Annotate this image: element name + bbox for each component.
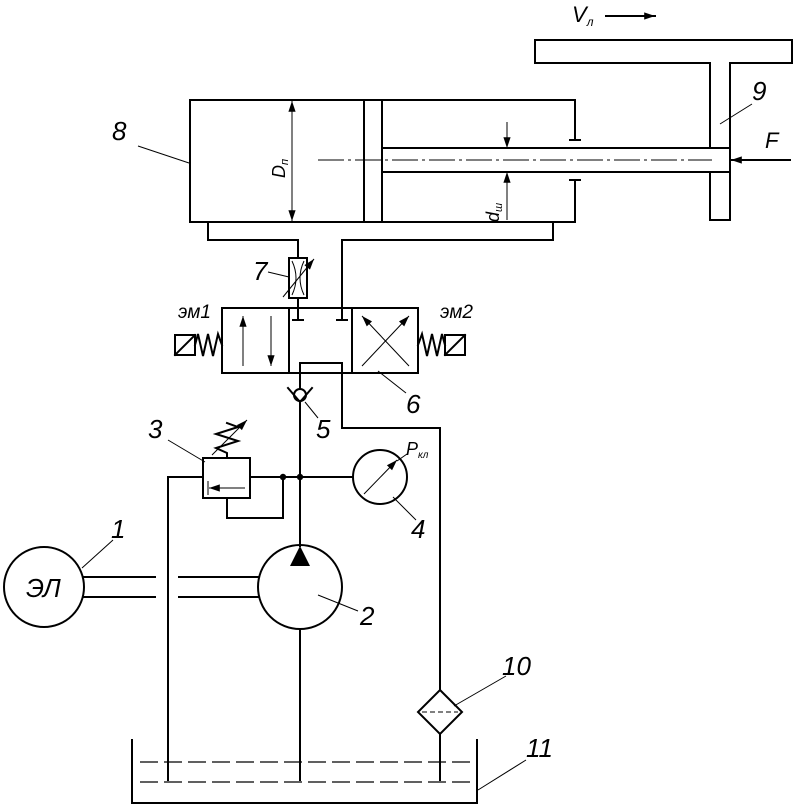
cap-port-line (207, 221, 299, 259)
rod-port-line (341, 221, 554, 309)
valve-spring-right (416, 330, 447, 357)
gauge-needle (363, 459, 398, 495)
relief-pilot-line (226, 476, 284, 519)
callout-check-valve: 5 (316, 414, 331, 444)
callout-filter: 10 (502, 651, 531, 681)
electric-motor-label: ЭЛ (26, 573, 61, 603)
piston-diameter-label: Dп (269, 159, 291, 178)
solenoid-left (174, 334, 196, 356)
leader-filter (453, 675, 507, 707)
solenoid-right-diagonal (443, 333, 467, 357)
callout-tank: 11 (526, 733, 553, 763)
relief-pressure-symbol: P (406, 439, 418, 459)
callout-throttle: 7 (253, 256, 269, 286)
velocity-symbol: V (572, 2, 589, 27)
leader-relief-pressure (396, 453, 408, 462)
callout-relief-valve: 3 (148, 414, 163, 444)
valve-spring-left (193, 330, 224, 357)
leader-directional-valve (377, 370, 407, 394)
callout-electric-motor: 1 (111, 514, 125, 544)
leader-electric-motor (81, 539, 114, 569)
tank-walls (131, 739, 478, 804)
throttle-adjust-arrow (282, 258, 315, 298)
pump-flow-triangle (290, 546, 310, 566)
valve-body (221, 307, 419, 374)
solenoid-right (444, 334, 466, 356)
rod-diameter-subscript: ш (493, 203, 505, 212)
callout-load: 9 (752, 76, 766, 106)
callout-pressure-gauge: 4 (411, 514, 425, 544)
velocity-label: Vл (572, 2, 594, 29)
callout-pump: 2 (359, 601, 375, 631)
electric-motor (3, 546, 85, 628)
valve-center-bypass (299, 362, 343, 374)
leader-tank (477, 759, 527, 791)
leader-cylinder (137, 145, 190, 164)
throttle-restriction-left (291, 260, 297, 296)
relief-pressure-label: Pкл (406, 439, 429, 461)
solenoid-left-label: эм1 (178, 302, 211, 323)
junction-pilot (279, 473, 287, 481)
solenoid-left-diagonal (173, 333, 197, 357)
callout-cylinder: 8 (112, 116, 127, 146)
throttle-restriction-right (299, 260, 305, 296)
velocity-subscript: л (586, 15, 594, 29)
load-carriage (534, 39, 793, 221)
piston-diameter-symbol: D (269, 165, 289, 178)
piston-diameter-subscript: п (279, 159, 291, 165)
valve-right-arrow-2 (361, 315, 410, 367)
relief-pressure-subscript: кл (418, 450, 429, 461)
leader-throttle (267, 271, 290, 278)
tank (131, 739, 478, 804)
relief-valve-adjust-arrow (211, 419, 248, 456)
leader-load (719, 103, 753, 125)
return-line (341, 372, 441, 691)
leader-pressure-gauge (392, 496, 417, 521)
solenoid-right-label: эм2 (440, 302, 473, 323)
junction-pressure (296, 473, 304, 481)
rod-diameter-symbol: d (483, 211, 503, 222)
relief-drain-line (167, 476, 204, 781)
leader-pump (317, 594, 359, 612)
callout-directional-valve: 6 (406, 389, 421, 419)
rod-diameter-label: dш (483, 203, 505, 222)
force-label: F (765, 128, 780, 153)
gauge-dial (352, 449, 408, 505)
cylinder (189, 99, 731, 223)
leader-check-valve (304, 401, 319, 419)
leader-relief-valve (167, 439, 206, 463)
pressure-gauge (352, 449, 408, 505)
directional-valve (173, 307, 467, 374)
